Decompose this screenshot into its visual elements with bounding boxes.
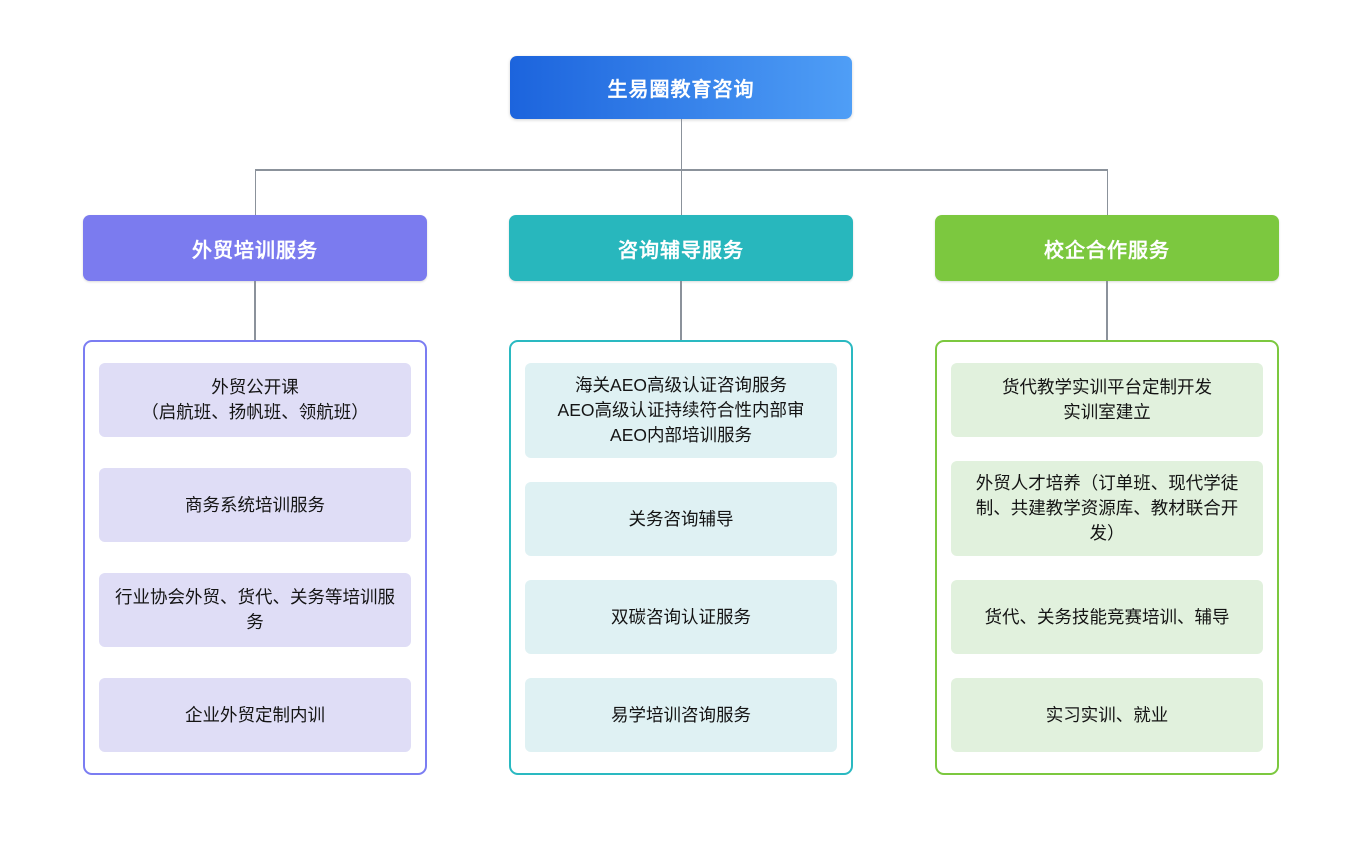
branch-item[interactable]: 货代教学实训平台定制开发 实训室建立 — [951, 363, 1263, 437]
branch-item[interactable]: 外贸公开课 （启航班、扬帆班、领航班） — [99, 363, 411, 437]
branch-container-trade-training: 外贸公开课 （启航班、扬帆班、领航班） 商务系统培训服务 行业协会外贸、货代、关… — [83, 340, 427, 775]
branch-header-school-enterprise[interactable]: 校企合作服务 — [935, 215, 1279, 281]
connector-branch-left — [254, 169, 256, 215]
connector-root-vertical — [680, 119, 682, 169]
branch-header-label: 咨询辅导服务 — [618, 239, 744, 262]
branch-item[interactable]: 海关AEO高级认证咨询服务 AEO高级认证持续符合性内部审 AEO内部培训服务 — [525, 363, 837, 458]
branch-column-trade-training: 外贸培训服务 外贸公开课 （启航班、扬帆班、领航班） 商务系统培训服务 行业协会… — [83, 215, 427, 775]
branch-item[interactable]: 双碳咨询认证服务 — [525, 580, 837, 654]
branch-container-consulting: 海关AEO高级认证咨询服务 AEO高级认证持续符合性内部审 AEO内部培训服务 … — [509, 340, 853, 775]
connector-branch-middle — [680, 169, 682, 215]
branch-header-consulting[interactable]: 咨询辅导服务 — [509, 215, 853, 281]
connector-header-container — [1106, 281, 1108, 340]
connector-branch-right — [1106, 169, 1108, 215]
branch-container-school-enterprise: 货代教学实训平台定制开发 实训室建立 外贸人才培养（订单班、现代学徒制、共建教学… — [935, 340, 1279, 775]
branch-header-trade-training[interactable]: 外贸培训服务 — [83, 215, 427, 281]
branch-item[interactable]: 商务系统培训服务 — [99, 468, 411, 542]
branch-item[interactable]: 行业协会外贸、货代、关务等培训服务 — [99, 573, 411, 647]
branch-column-consulting: 咨询辅导服务 海关AEO高级认证咨询服务 AEO高级认证持续符合性内部审 AEO… — [509, 215, 853, 775]
root-node[interactable]: 生易圈教育咨询 — [510, 56, 852, 119]
branch-item[interactable]: 企业外贸定制内训 — [99, 678, 411, 752]
connector-header-container — [680, 281, 682, 340]
branch-header-label: 外贸培训服务 — [192, 239, 318, 262]
branch-item[interactable]: 易学培训咨询服务 — [525, 678, 837, 752]
branch-item[interactable]: 外贸人才培养（订单班、现代学徒制、共建教学资源库、教材联合开发） — [951, 461, 1263, 556]
branch-header-label: 校企合作服务 — [1044, 239, 1170, 262]
branch-column-school-enterprise: 校企合作服务 货代教学实训平台定制开发 实训室建立 外贸人才培养（订单班、现代学… — [935, 215, 1279, 775]
branch-item[interactable]: 货代、关务技能竞赛培训、辅导 — [951, 580, 1263, 654]
root-node-label: 生易圈教育咨询 — [607, 79, 755, 101]
connector-header-container — [254, 281, 256, 340]
branch-item[interactable]: 关务咨询辅导 — [525, 482, 837, 556]
branch-item[interactable]: 实习实训、就业 — [951, 678, 1263, 752]
